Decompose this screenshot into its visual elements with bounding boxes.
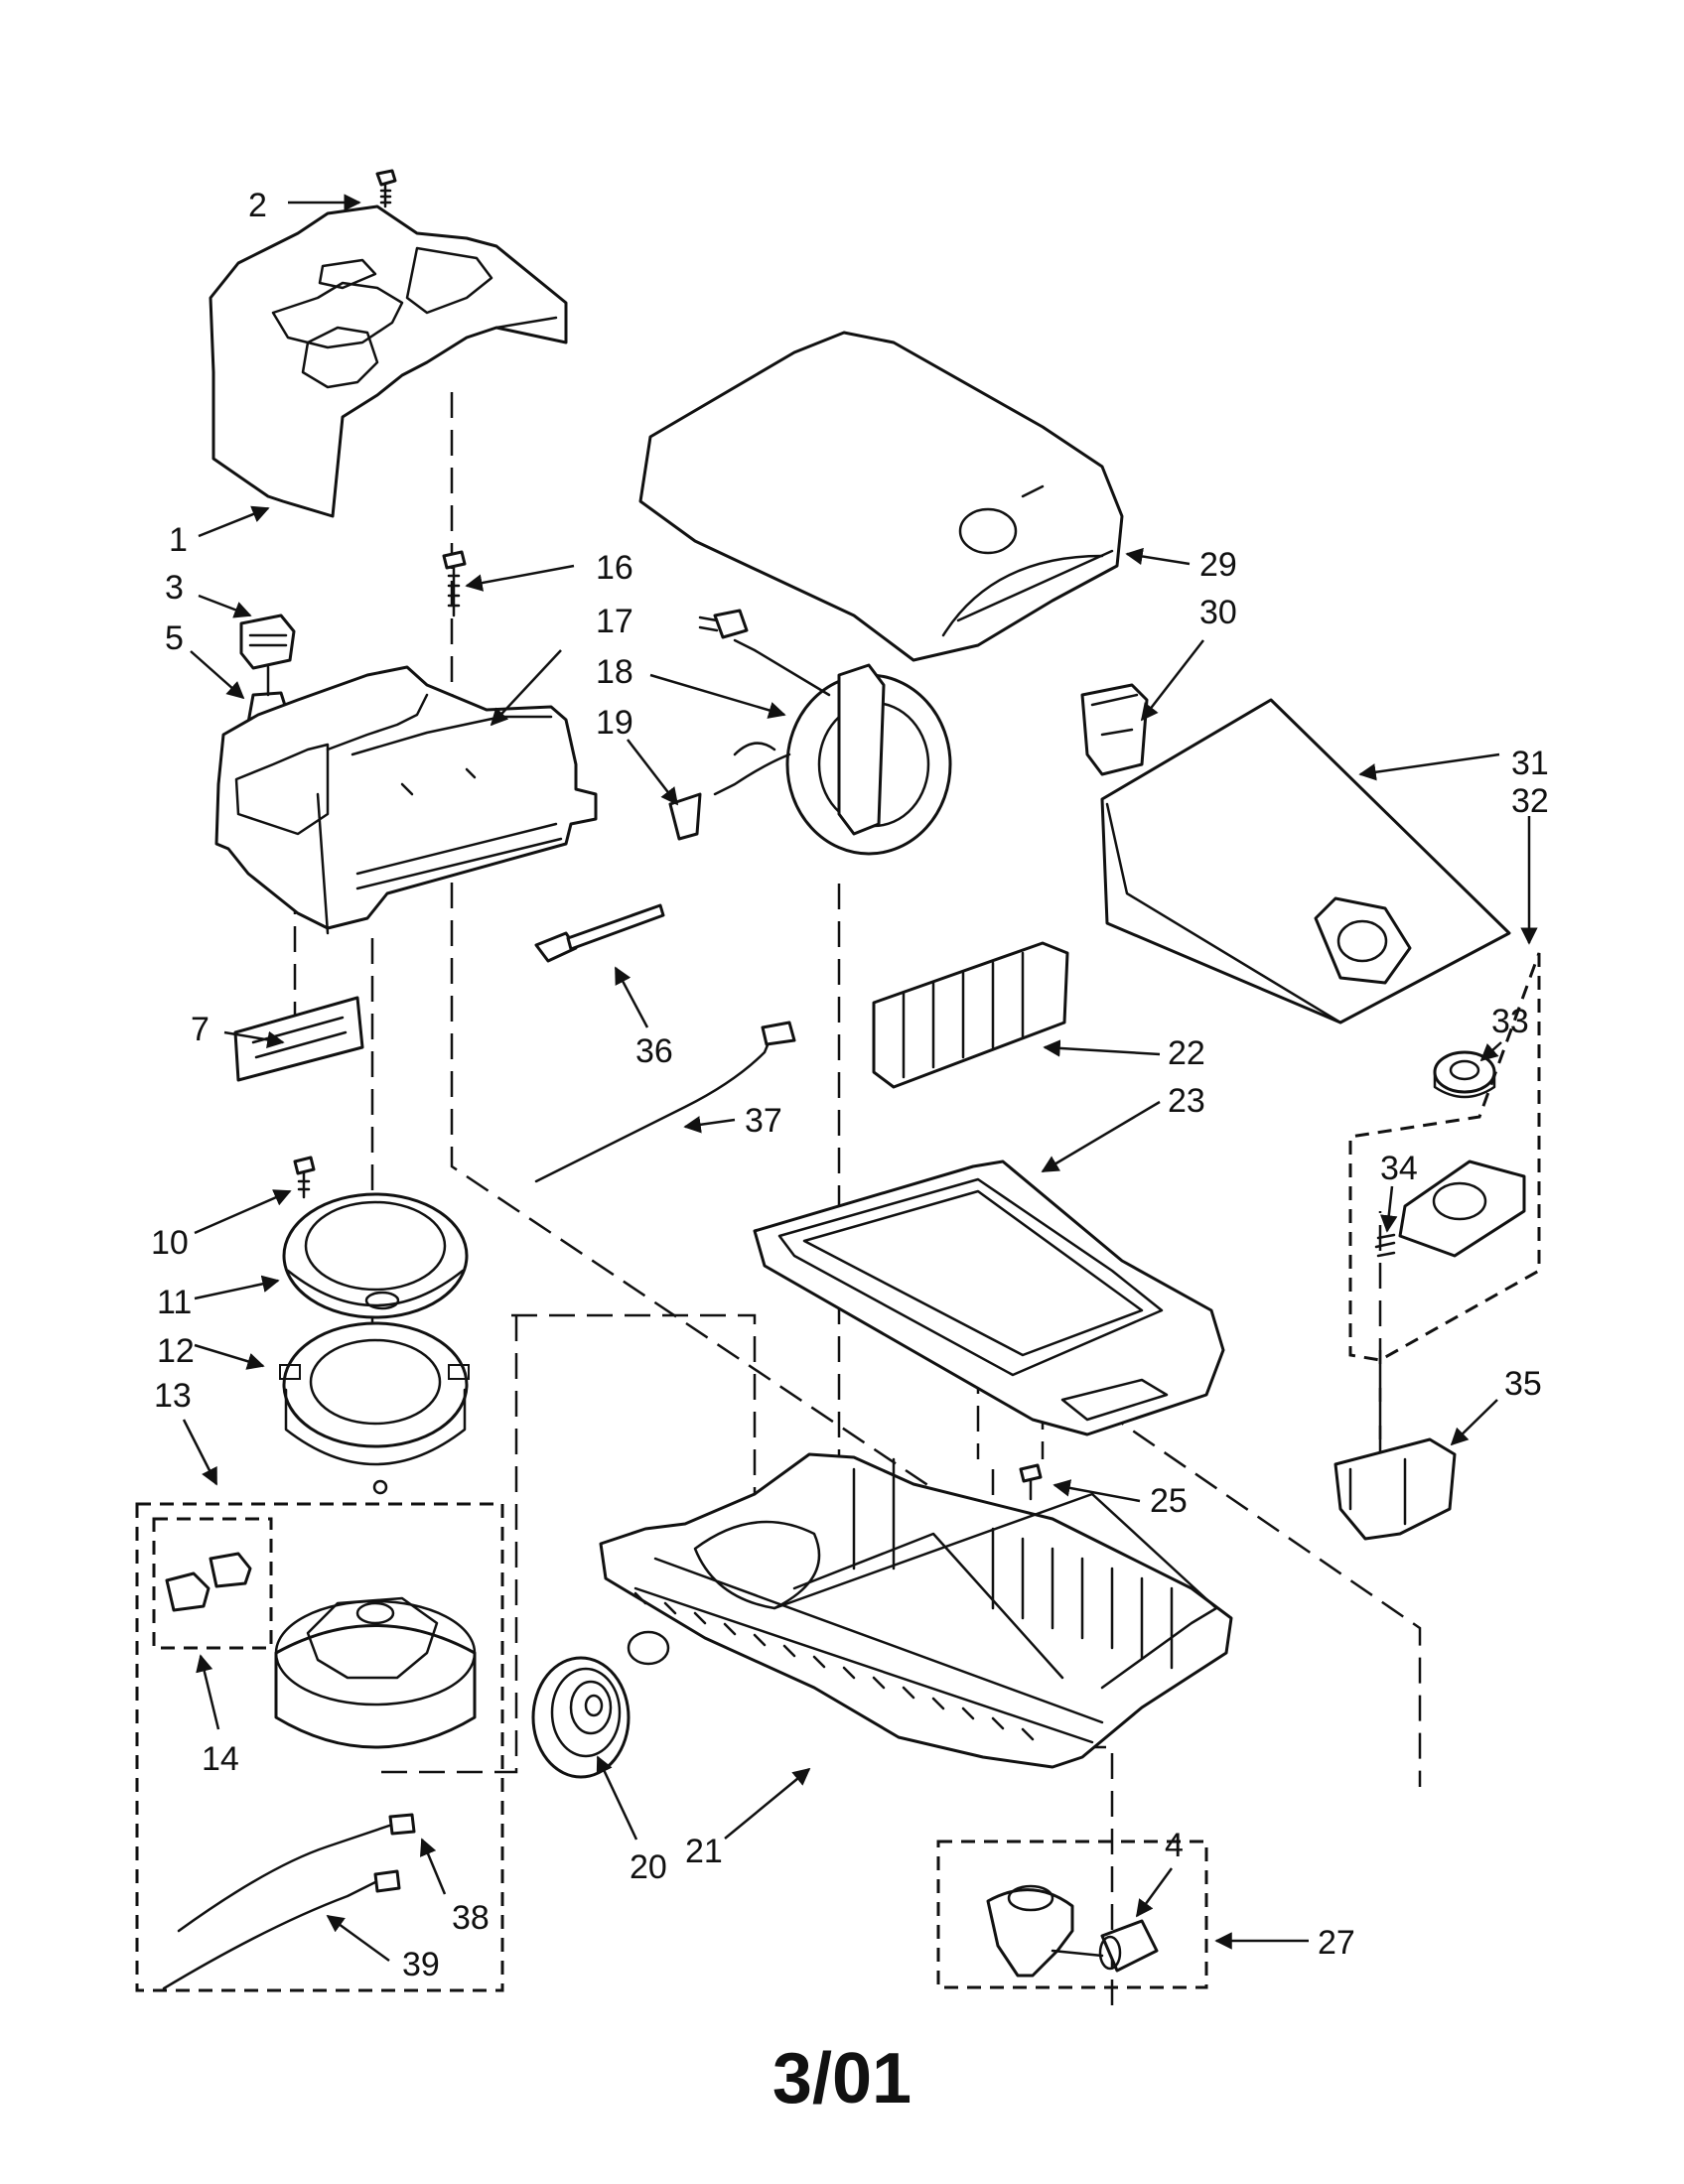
callout-22: 22 — [1168, 1034, 1205, 1072]
part-27-caster — [986, 1884, 1104, 1978]
part-32-bag-plate — [1398, 1160, 1526, 1258]
callout-1: 1 — [169, 521, 188, 559]
callout-34: 34 — [1380, 1150, 1418, 1187]
callout-5: 5 — [165, 619, 184, 657]
callout-4: 4 — [1165, 1827, 1184, 1864]
part-10-screw — [293, 1156, 316, 1199]
part-21-base — [599, 1452, 1233, 1769]
callout-18: 18 — [596, 653, 633, 691]
callout-38: 38 — [452, 1899, 490, 1937]
group-box-14 — [152, 1517, 273, 1650]
group-box-27 — [936, 1840, 1208, 1989]
group-boxes — [135, 952, 1541, 1992]
part-23-frame — [753, 1160, 1225, 1436]
part-18-cord-reel — [698, 609, 952, 856]
callout-16: 16 — [596, 549, 633, 587]
part-12-motor-mount — [279, 1321, 470, 1495]
callout-39: 39 — [402, 1946, 440, 1983]
part-11-gasket-ring — [282, 1192, 469, 1319]
callout-35: 35 — [1504, 1365, 1542, 1403]
part-34-spring — [1374, 1233, 1396, 1258]
callout-23: 23 — [1168, 1082, 1205, 1120]
part-30-bag-clip — [1080, 683, 1149, 776]
part-36-cable-tie — [534, 903, 665, 963]
callout-14: 14 — [202, 1740, 239, 1778]
part-1-top-cover — [209, 205, 568, 518]
callout-7: 7 — [191, 1011, 210, 1048]
part-33-seal — [1433, 1050, 1496, 1099]
part-31-dust-bag — [1100, 698, 1511, 1024]
callout-36: 36 — [635, 1032, 673, 1070]
part-37-wire — [534, 1021, 796, 1183]
part-7-filter — [233, 996, 364, 1082]
part-4-caster-wheel — [1098, 1919, 1159, 1973]
part-16-screw — [442, 550, 467, 617]
part-25-pin — [1019, 1463, 1043, 1501]
callout-30: 30 — [1199, 594, 1237, 631]
part-3-switch — [239, 614, 296, 670]
group-box-32 — [1348, 952, 1541, 1362]
callout-37: 37 — [745, 1102, 782, 1140]
part-2-screw — [375, 169, 397, 208]
callout-3: 3 — [165, 569, 184, 607]
callout-12: 12 — [157, 1332, 195, 1370]
part-20-wheel — [531, 1656, 631, 1779]
callout-17: 17 — [596, 603, 633, 640]
part-14-connectors — [165, 1552, 252, 1612]
callout-31: 31 — [1511, 745, 1549, 782]
callout-13: 13 — [154, 1377, 192, 1415]
callout-20: 20 — [630, 1848, 667, 1886]
callout-27: 27 — [1318, 1924, 1355, 1962]
date-stamp: 3/01 — [772, 2039, 912, 2118]
part-13-motor — [274, 1596, 477, 1749]
callout-25: 25 — [1150, 1482, 1188, 1520]
callout-labels: 1 2 3 4 5 7 10 11 12 13 14 16 17 18 19 2… — [151, 187, 1549, 1983]
leader-lines — [182, 194, 1538, 1963]
callout-11: 11 — [157, 1284, 192, 1321]
callout-32: 32 — [1511, 782, 1549, 820]
group-box-13 — [135, 1502, 504, 1992]
callout-21: 21 — [685, 1833, 723, 1870]
part-29-bag-cover — [638, 331, 1124, 662]
part-17-motor-housing — [214, 665, 598, 935]
part-22-grill — [872, 941, 1069, 1089]
part-35-bracket — [1333, 1437, 1457, 1541]
part-38-39-cords — [162, 1813, 416, 1990]
callout-29: 29 — [1199, 546, 1237, 584]
callout-33: 33 — [1491, 1003, 1529, 1040]
callout-10: 10 — [151, 1224, 189, 1262]
callout-2: 2 — [248, 187, 267, 224]
callout-19: 19 — [596, 704, 633, 742]
